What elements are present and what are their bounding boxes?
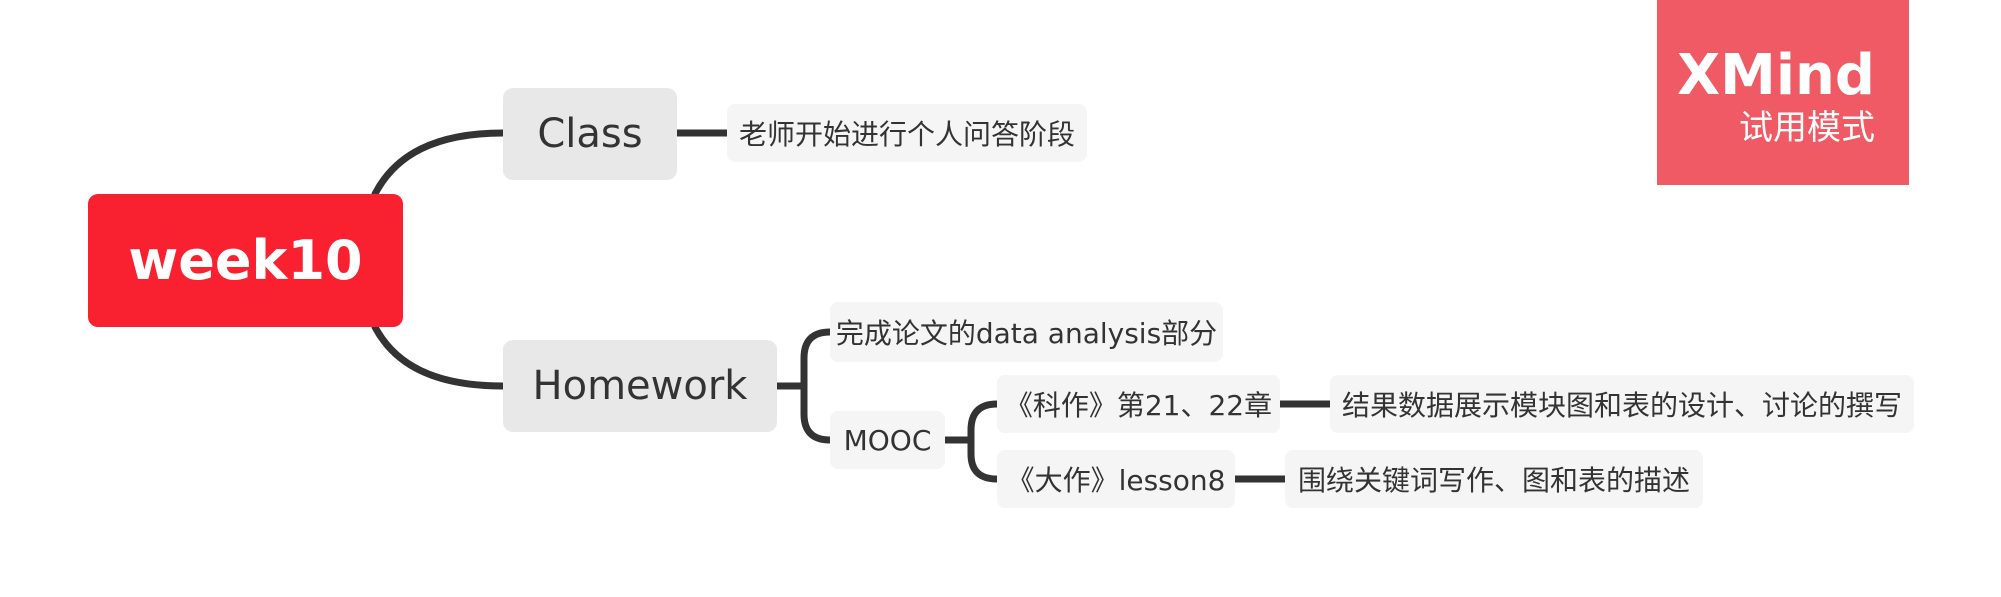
topic-dazuo-detail-label: 围绕关键词写作、图和表的描述 — [1297, 464, 1690, 497]
connector-homework-bracket — [800, 328, 834, 444]
topic-keza[interactable]: 《科作》第21、22章 — [997, 375, 1280, 433]
topic-paper-label: 完成论文的data analysis部分 — [835, 317, 1218, 350]
topic-class-note[interactable]: 老师开始进行个人问答阶段 — [727, 104, 1087, 162]
topic-keza-detail-label: 结果数据展示模块图和表的设计、讨论的撰写 — [1341, 389, 1902, 422]
xmind-trial-watermark: XMind 试用模式 — [1657, 0, 1909, 185]
topic-homework[interactable]: Homework — [503, 340, 777, 432]
topic-class-label: Class — [537, 111, 643, 157]
topic-dazuo[interactable]: 《大作》lesson8 — [997, 450, 1235, 508]
topic-class[interactable]: Class — [503, 88, 677, 180]
topic-keza-label: 《科作》第21、22章 — [1004, 389, 1273, 422]
connector-root-class — [371, 129, 507, 198]
watermark-title: XMind — [1676, 43, 1875, 108]
topic-mooc-label: MOOC — [843, 423, 932, 457]
watermark-subtitle: 试用模式 — [1739, 108, 1875, 148]
root-topic-label: week10 — [128, 229, 363, 292]
topic-mooc[interactable]: MOOC — [830, 411, 945, 469]
topic-dazuo-label: 《大作》lesson8 — [1006, 464, 1226, 497]
topic-paper[interactable]: 完成论文的data analysis部分 — [830, 302, 1223, 362]
connector-mooc-bracket — [967, 400, 1001, 483]
topic-class-note-label: 老师开始进行个人问答阶段 — [738, 118, 1075, 151]
topic-dazuo-detail[interactable]: 围绕关键词写作、图和表的描述 — [1285, 450, 1703, 508]
topic-homework-label: Homework — [532, 363, 748, 409]
root-topic-week10[interactable]: week10 — [88, 194, 403, 327]
connector-root-homework — [371, 323, 507, 390]
topic-keza-detail[interactable]: 结果数据展示模块图和表的设计、讨论的撰写 — [1330, 375, 1914, 433]
